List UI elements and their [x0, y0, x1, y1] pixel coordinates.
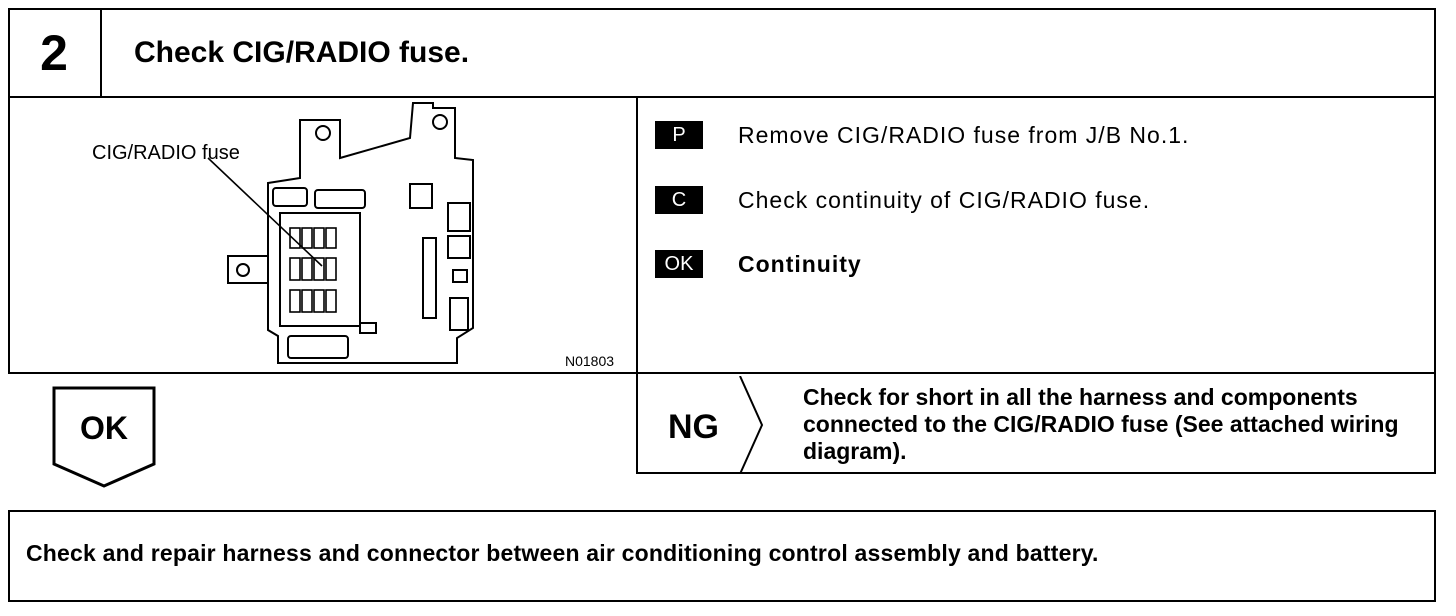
procedure-tag: P — [655, 121, 703, 149]
column-divider — [636, 96, 638, 374]
ng-result-label: NG — [668, 408, 719, 446]
ok-result-label: OK — [80, 410, 128, 446]
step-box — [8, 8, 1436, 374]
header-divider — [8, 96, 1436, 98]
instruction-remove: P Remove CIG/RADIO fuse from J/B No.1. — [655, 121, 1188, 149]
instruction-remove-text: Remove CIG/RADIO fuse from J/B No.1. — [738, 121, 1190, 148]
fuse-callout-label: CIG/RADIO fuse — [92, 142, 240, 164]
instruction-ok: OK Continuity — [655, 250, 861, 278]
check-tag: C — [655, 186, 703, 214]
ng-action-text: Check for short in all the harness and c… — [803, 384, 1399, 464]
ng-chevron — [739, 376, 764, 474]
step-title: Check CIG/RADIO fuse. — [134, 36, 470, 69]
ok-tag: OK — [655, 250, 703, 278]
ng-result-box — [636, 374, 1436, 474]
instruction-check: C Check continuity of CIG/RADIO fuse. — [655, 186, 1149, 214]
instruction-check-text: Check continuity of CIG/RADIO fuse. — [738, 186, 1151, 213]
figure-id: N01803 — [565, 353, 615, 369]
ok-arrow-shape — [52, 386, 156, 488]
step-number: 2 — [8, 8, 102, 98]
ok-criteria-text: Continuity — [738, 250, 862, 277]
next-step-box — [8, 510, 1436, 602]
junction-block-diagram — [207, 102, 474, 364]
next-step-text: Check and repair harness and connector b… — [26, 540, 1099, 566]
